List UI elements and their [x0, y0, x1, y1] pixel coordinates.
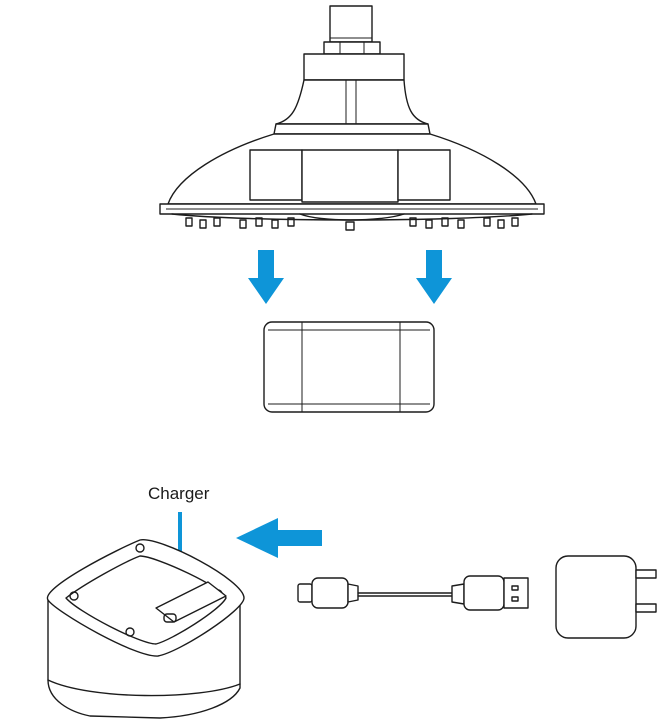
insert-arrow-left	[248, 250, 284, 304]
power-adapter-illustration	[555, 555, 657, 639]
connect-arrow-left	[236, 518, 322, 558]
charging-dock-illustration	[47, 539, 245, 719]
usb-cable-illustration	[297, 575, 529, 611]
shower-head-illustration	[159, 5, 545, 231]
battery-pack-illustration	[263, 321, 435, 413]
charger-label: Charger	[148, 484, 210, 503]
insert-arrow-right	[416, 250, 452, 304]
